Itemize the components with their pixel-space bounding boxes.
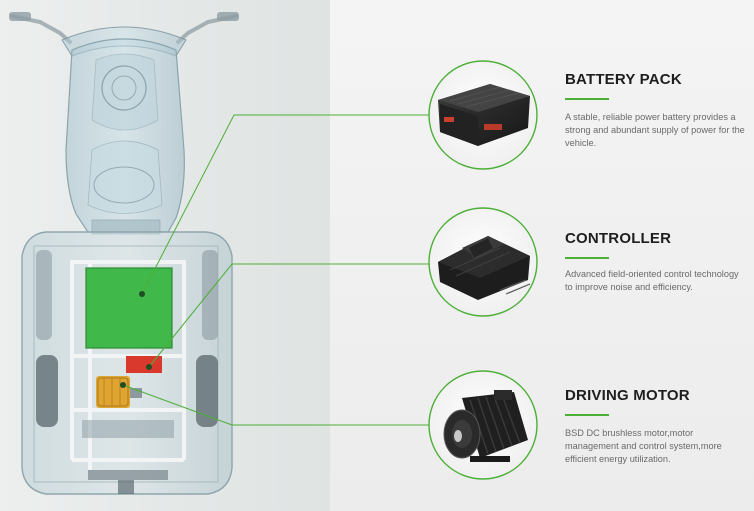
battery-connector-line — [141, 114, 429, 295]
controller-anchor-dot — [146, 364, 152, 370]
scooter-front — [9, 12, 239, 235]
controller-highlight — [126, 356, 162, 373]
connector-lines — [122, 114, 429, 426]
driving-motor-rule — [565, 414, 609, 416]
motor-image — [443, 390, 528, 462]
motor-anchor-dot — [120, 382, 126, 388]
battery-anchor-dot — [139, 291, 145, 297]
battery-pack-description: A stable, reliable power battery provide… — [565, 112, 745, 148]
driving-motor-description: BSD DC brushless motor,motor management … — [565, 428, 722, 464]
controller-bubble — [428, 207, 538, 317]
controller-rule — [565, 257, 609, 259]
battery-pack-title: BATTERY PACK — [565, 71, 682, 88]
info-panel-background — [330, 0, 754, 511]
battery-pack-image — [438, 84, 530, 146]
battery-pack-rule — [565, 98, 609, 100]
controller-connector-line — [148, 263, 429, 368]
battery-bubble — [428, 60, 538, 170]
controller-description: Advanced field-oriented control technolo… — [565, 269, 739, 292]
battery-highlight — [85, 267, 173, 349]
motor-connector-line — [122, 384, 429, 426]
controller-title: CONTROLLER — [565, 230, 672, 247]
motor-bubble — [428, 370, 538, 480]
controller-image — [438, 236, 531, 300]
driving-motor-title: DRIVING MOTOR — [565, 387, 690, 404]
